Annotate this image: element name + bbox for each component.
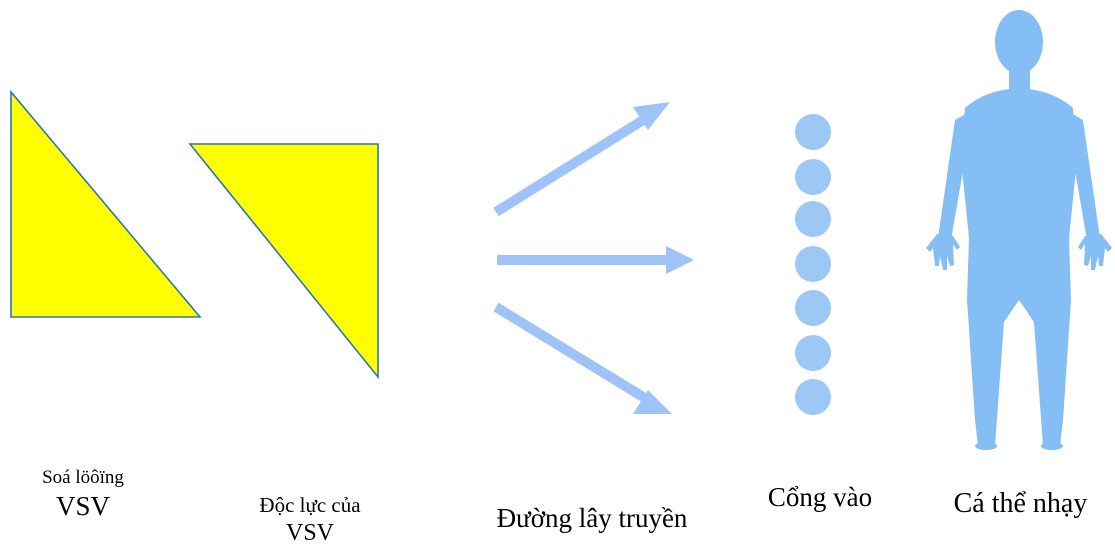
triangle-microbe-virulence [188,143,379,380]
label-microbe-quantity: Soá löôïng VSV [18,466,148,522]
label-microbe-virulence: Độc lực của VSV [230,492,390,548]
label-transmission-route: Đường lây truyền [496,503,688,533]
triangle-microbe-quantity [10,89,202,318]
arrow-down-icon [493,302,672,414]
label-susceptible-host: Cá thể nhạy [953,488,1088,519]
label-portal-of-entry: Cổng vào [767,482,873,512]
label-microbe-quantity-line1: Soá löôïng [42,467,124,488]
human-body-icon [926,10,1112,450]
label-microbe-quantity-line2: VSV [55,491,110,521]
arrow-straight-icon [497,246,694,274]
arrow-up-icon [493,102,670,217]
label-microbe-virulence-line1: Độc lực của [259,493,361,517]
portal-dots [795,114,831,415]
transmission-arrows [493,102,694,414]
label-microbe-virulence-line2: VSV [285,520,334,546]
